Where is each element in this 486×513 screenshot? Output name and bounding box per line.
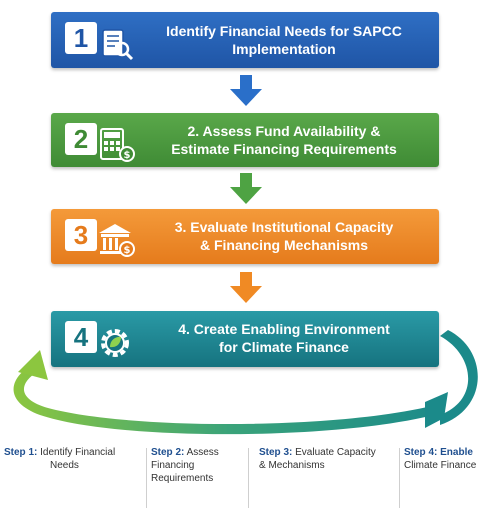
svg-text:$: $ bbox=[124, 150, 131, 161]
legend-step-2: Step 2: Assess Financing Requirements bbox=[151, 447, 219, 484]
legend-divider bbox=[248, 448, 249, 508]
legend-step-1: Step 1: Identify Financial Needs bbox=[4, 447, 116, 471]
step-3-number: 3 bbox=[65, 219, 97, 251]
step-4-title: 4. Create Enabling Environment for Clima… bbox=[178, 321, 390, 355]
gear-leaf-icon bbox=[101, 329, 129, 357]
svg-text:$: $ bbox=[124, 245, 131, 256]
down-arrow-3-icon bbox=[230, 272, 262, 303]
calculator-coin-icon: $ bbox=[100, 128, 135, 162]
step-4-box: 4 4. Create Enabling Environment for Cli… bbox=[51, 311, 439, 367]
legend-divider bbox=[399, 448, 400, 508]
legend-step-3: Step 3: Evaluate Capacity & Mechanisms bbox=[259, 447, 376, 471]
step-2-box: 2 $ 2. Assess Fund Availability & Estima… bbox=[51, 113, 439, 167]
down-arrow-2-icon bbox=[230, 173, 262, 204]
step-1-number: 1 bbox=[65, 22, 97, 54]
step-2-number: 2 bbox=[65, 123, 97, 155]
legend-step-4: Step 4: Enable Climate Finance bbox=[404, 447, 477, 471]
step-3-title: 3. Evaluate Institutional Capacity & Fin… bbox=[174, 219, 394, 253]
bank-coin-icon: $ bbox=[99, 224, 135, 257]
step-1-title: Identify Financial Needs for SAPCC Imple… bbox=[166, 23, 402, 57]
down-arrow-1-icon bbox=[230, 75, 262, 106]
step-1-box: 1 Identify Financial Needs for SAPCC Imp… bbox=[51, 12, 439, 68]
cycle-return-arrow-icon bbox=[13, 330, 478, 435]
checklist-magnifier-icon bbox=[102, 29, 134, 61]
step-3-box: 3 $ 3. Evaluate Institutional Capacity &… bbox=[51, 209, 439, 264]
step-2-title: 2. Assess Fund Availability & Estimate F… bbox=[171, 123, 397, 157]
legend-divider bbox=[146, 448, 147, 508]
step-4-number: 4 bbox=[65, 321, 97, 353]
